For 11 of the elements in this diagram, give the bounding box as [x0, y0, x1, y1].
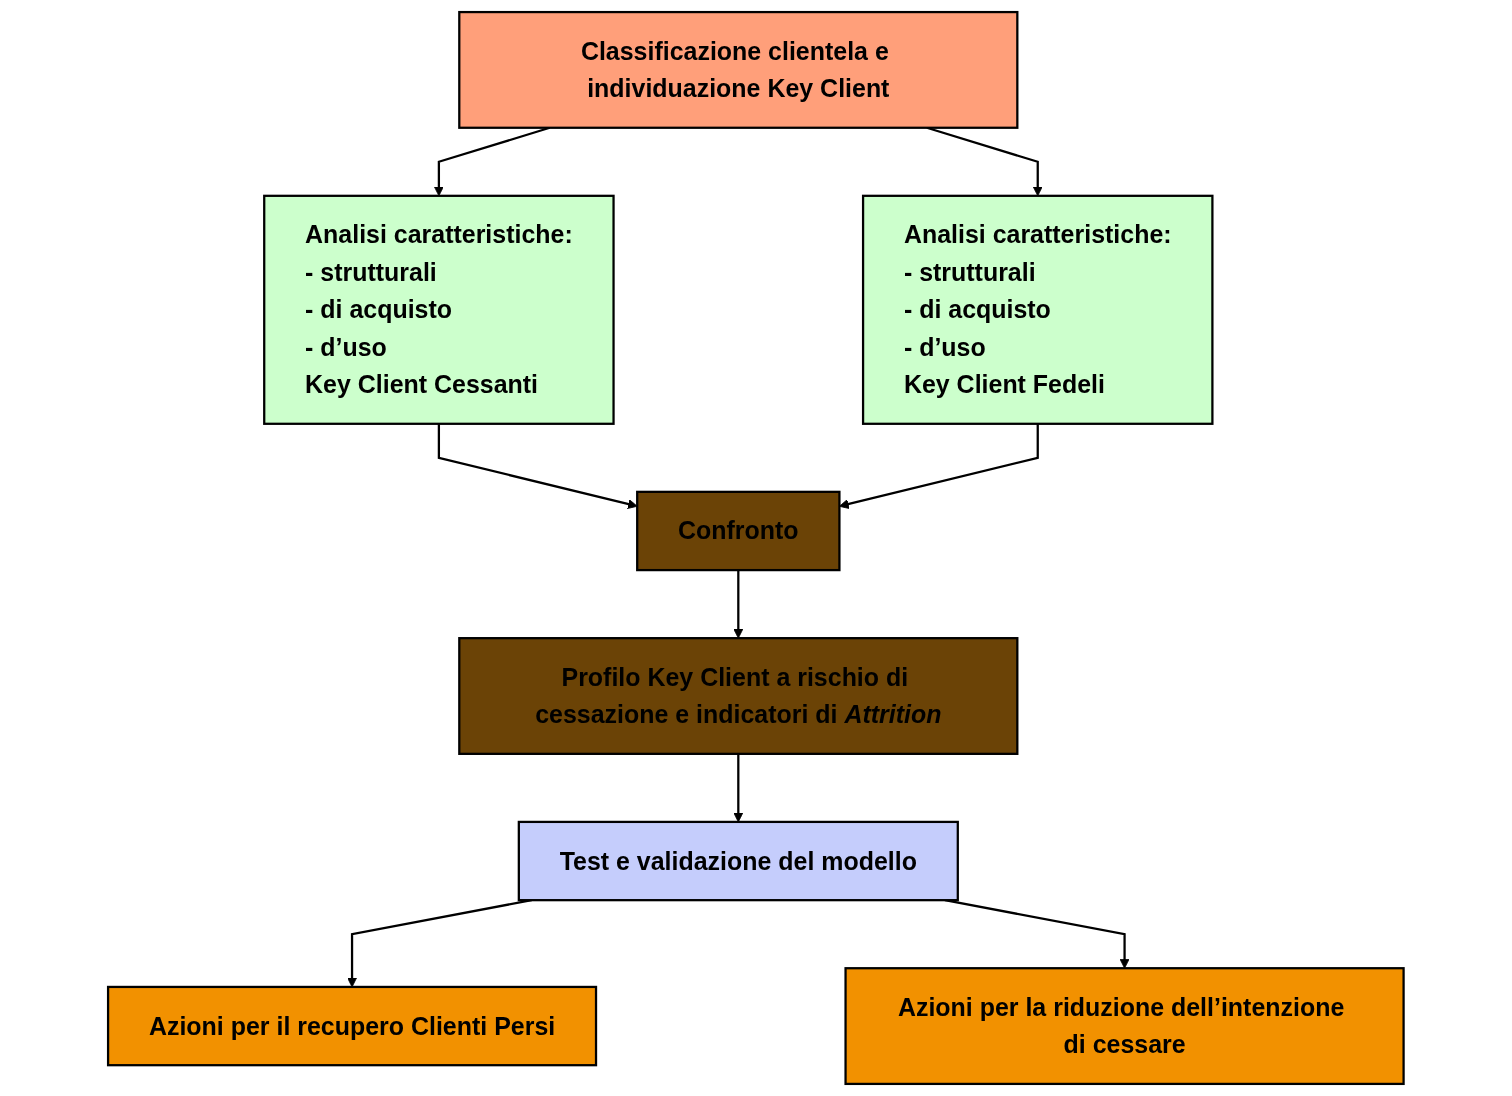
arrow	[733, 570, 744, 639]
node-box: Analisi caratteristiche: - strutturali - di acquisto - d’uso Key Client Fedeli	[862, 194, 1214, 425]
node-box: Analisi caratteristiche: - strutturali - di acquisto - d’uso Key Client Cessanti	[263, 194, 615, 425]
arrow	[437, 423, 638, 509]
arrow	[839, 423, 1040, 509]
node-box: Classificazione clientela e individuazione Key Client	[458, 10, 1019, 129]
node-box: Test e validazione del modello	[517, 820, 960, 902]
node-box: Confronto	[636, 490, 841, 572]
node-box: Profilo Key Client a rischio di cessazione e indicatori di Attrition	[458, 637, 1019, 755]
node-box: Azioni per la riduzione dell’intenzione di cessare	[844, 967, 1405, 1086]
node-box: Azioni per il recupero Clienti Persi	[107, 985, 598, 1067]
